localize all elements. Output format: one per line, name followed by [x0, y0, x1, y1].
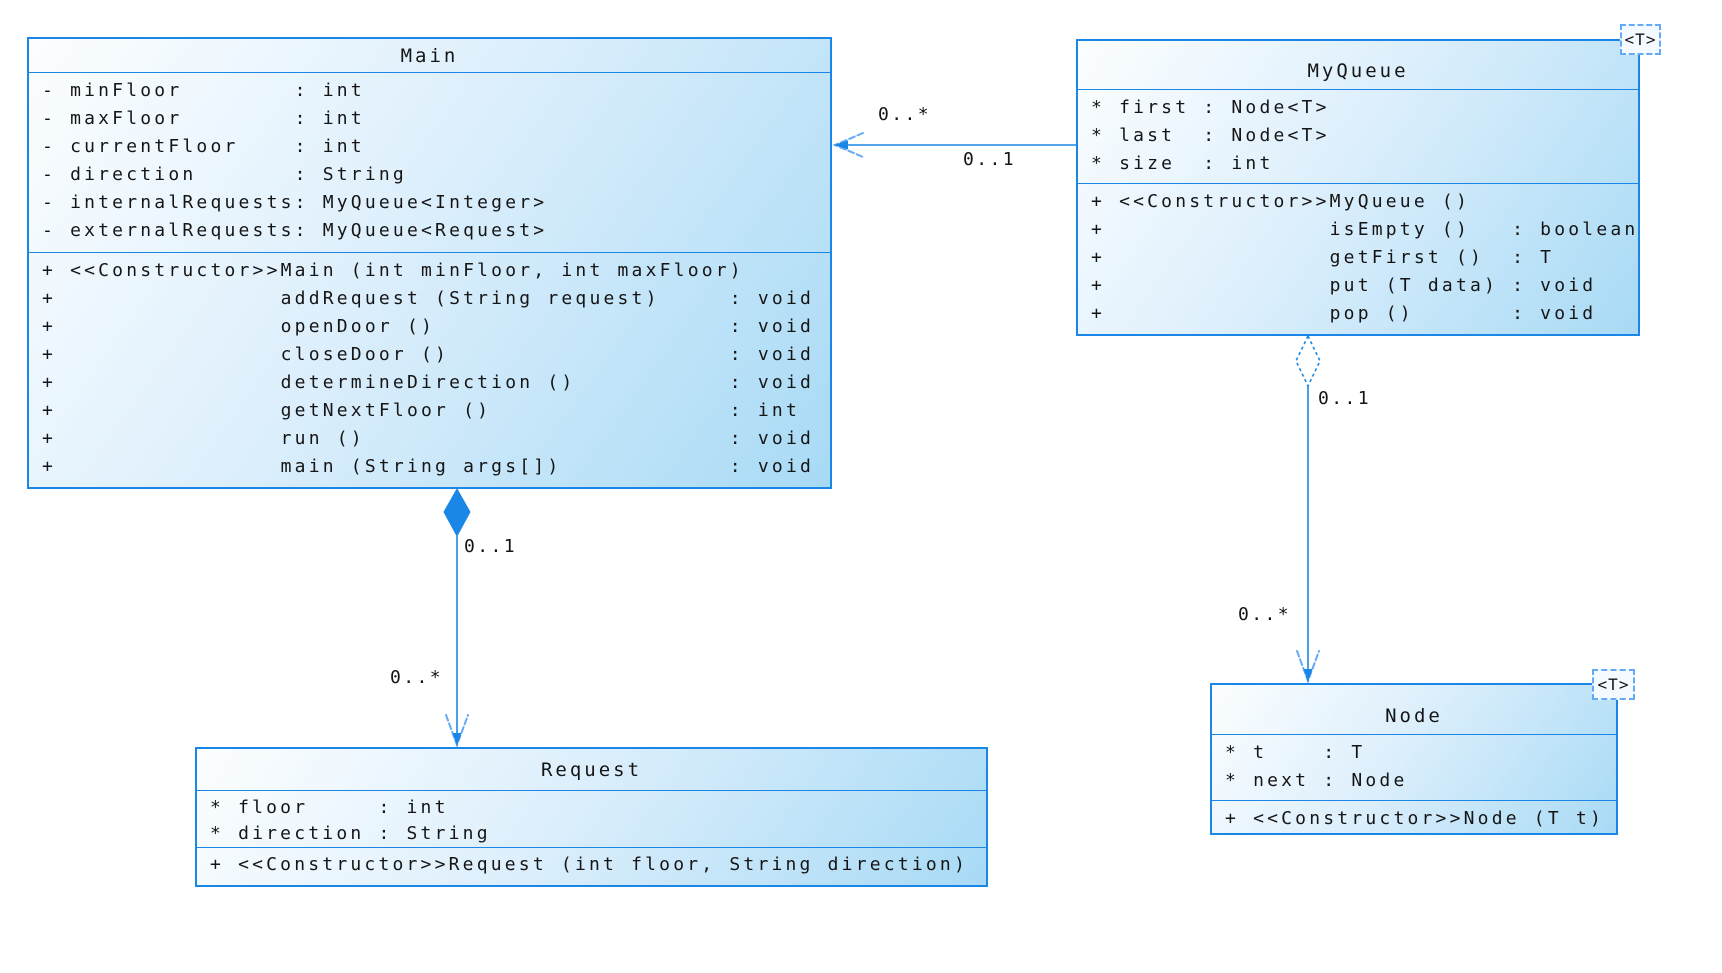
class-title-myqueue: MyQueue: [1307, 60, 1409, 82]
arrow-tip-icon[interactable]: [834, 140, 848, 150]
attribute-row: - externalRequests: MyQueue<Request>: [42, 220, 548, 241]
attribute-row: * t : T: [1225, 742, 1366, 763]
attributes-compartment-node: * t : T * next : Node: [1212, 734, 1616, 800]
class-box-request[interactable]: Request * floor : int * direction : Stri…: [195, 747, 988, 887]
method-row: + <<Constructor>>MyQueue (): [1091, 191, 1470, 212]
multiplicity-label-myqueue-end: 0..1: [963, 149, 1016, 170]
attribute-row: - internalRequests: MyQueue<Integer>: [42, 192, 548, 213]
class-box-main[interactable]: Main - minFloor : int - maxFloor : int -…: [27, 37, 832, 489]
method-row: + <<Constructor>>Main (int minFloor, int…: [42, 260, 744, 281]
method-row: + getNextFloor () : int: [42, 400, 800, 421]
attribute-row: - direction : String: [42, 164, 407, 185]
arrow-tip-icon[interactable]: [452, 733, 462, 746]
connector-myqueue-to-main[interactable]: [832, 132, 1076, 158]
composition-diamond-icon[interactable]: [443, 487, 471, 538]
attribute-row: * next : Node: [1225, 770, 1408, 791]
class-title-node: Node: [1385, 705, 1443, 727]
multiplicity-label-node-end: 0..*: [1238, 604, 1291, 625]
method-row: + run () : void: [42, 428, 815, 449]
attributes-compartment-request: * floor : int * direction : String: [197, 790, 986, 847]
attribute-row: * first : Node<T>: [1091, 97, 1330, 118]
attributes-compartment-main: - minFloor : int - maxFloor : int - curr…: [29, 72, 830, 252]
multiplicity-label-myqueue-end: 0..1: [1318, 388, 1371, 409]
method-row: + closeDoor () : void: [42, 344, 815, 365]
attribute-row: - minFloor : int: [42, 80, 365, 101]
method-row: + isEmpty () : boolean: [1091, 219, 1638, 240]
method-row: + pop () : void: [1091, 303, 1597, 324]
method-row: + <<Constructor>>Node (T t): [1225, 808, 1604, 829]
connector-main-to-request[interactable]: [443, 487, 471, 748]
attribute-row: * direction : String: [210, 823, 491, 844]
multiplicity-label-main-end: 0..1: [464, 536, 517, 557]
attribute-row: * last : Node<T>: [1091, 125, 1330, 146]
methods-compartment-node: + <<Constructor>>Node (T t): [1212, 800, 1616, 833]
method-row: + openDoor () : void: [42, 316, 815, 337]
method-row: + put (T data) : void: [1091, 275, 1597, 296]
multiplicity-label-main-end: 0..*: [878, 104, 931, 125]
aggregation-diamond-icon[interactable]: [1295, 334, 1321, 388]
method-row: + addRequest (String request) : void: [42, 288, 815, 309]
method-row: + main (String args[]) : void: [42, 456, 815, 477]
template-parameter-badge-myqueue[interactable]: <T>: [1620, 24, 1661, 55]
attribute-row: - currentFloor : int: [42, 136, 365, 157]
method-row: + <<Constructor>>Request (int floor, Str…: [210, 854, 968, 875]
method-row: + determineDirection () : void: [42, 372, 815, 393]
connector-myqueue-to-node[interactable]: [1295, 334, 1321, 684]
class-box-myqueue[interactable]: MyQueue * first : Node<T> * last : Node<…: [1076, 39, 1640, 336]
attribute-row: - maxFloor : int: [42, 108, 365, 129]
methods-compartment-request: + <<Constructor>>Request (int floor, Str…: [197, 847, 986, 885]
arrow-tip-icon[interactable]: [1303, 669, 1313, 682]
multiplicity-label-request-end: 0..*: [390, 667, 443, 688]
attribute-row: * floor : int: [210, 797, 449, 818]
methods-compartment-myqueue: + <<Constructor>>MyQueue () + isEmpty ()…: [1078, 183, 1638, 334]
class-title-main: Main: [400, 44, 459, 67]
methods-compartment-main: + <<Constructor>>Main (int minFloor, int…: [29, 252, 830, 487]
template-parameter-badge-node[interactable]: <T>: [1592, 669, 1635, 700]
class-title-request: Request: [540, 758, 643, 781]
class-box-node[interactable]: Node * t : T * next : Node + <<Construct…: [1210, 683, 1618, 835]
attribute-row: * size : int: [1091, 153, 1274, 174]
method-row: + getFirst () : T: [1091, 247, 1555, 268]
attributes-compartment-myqueue: * first : Node<T> * last : Node<T> * siz…: [1078, 89, 1638, 183]
